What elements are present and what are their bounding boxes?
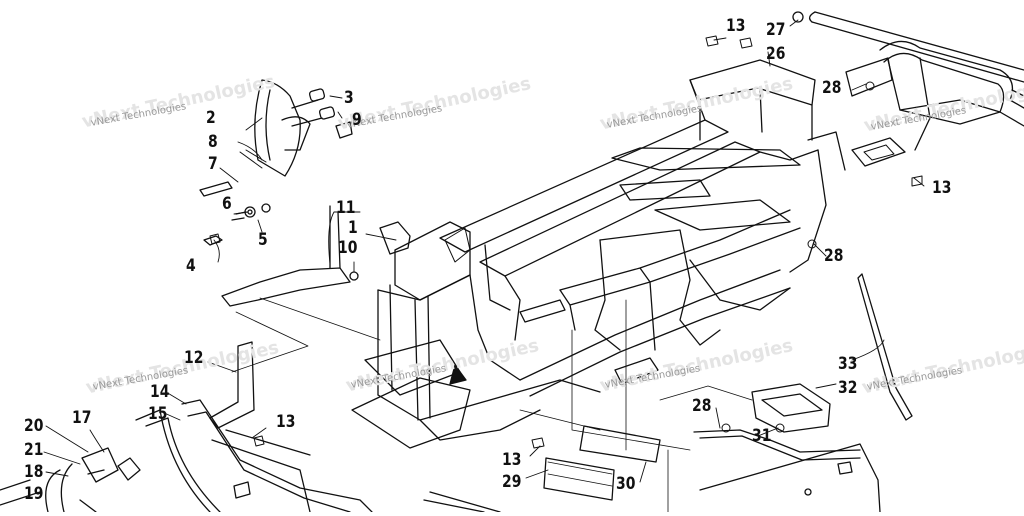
callout-5: 5 (258, 230, 268, 250)
callout-2: 2 (206, 108, 216, 128)
callout-8: 8 (208, 132, 218, 152)
callout-21: 21 (24, 440, 44, 460)
callout-13c: 13 (276, 412, 296, 432)
callout-10: 10 (338, 238, 358, 258)
callout-3: 3 (344, 88, 354, 108)
callout-14: 14 (150, 382, 170, 402)
leader-lines (43, 19, 925, 483)
callout-26: 26 (766, 44, 786, 64)
callout-6: 6 (222, 194, 232, 214)
callout-13d: 13 (502, 450, 522, 470)
rear-rack (792, 11, 1024, 167)
construction-lines (231, 297, 753, 513)
callout-1: 1 (348, 218, 358, 238)
callout-28b: 28 (824, 246, 844, 266)
callout-18: 18 (24, 462, 44, 482)
fasteners (209, 35, 923, 449)
callout-19: 19 (24, 484, 44, 504)
callout-11: 11 (336, 198, 356, 218)
callout-17: 17 (72, 408, 92, 428)
side-bracket (221, 205, 411, 307)
callout-12: 12 (184, 348, 204, 368)
callout-7: 7 (208, 154, 218, 174)
callout-33: 33 (838, 354, 858, 374)
headlight-assembly (199, 79, 353, 197)
callout-30: 30 (616, 474, 636, 494)
callout-15: 15 (148, 404, 168, 424)
callout-13a: 13 (726, 16, 746, 36)
callout-13b: 13 (932, 178, 952, 198)
callout-32: 32 (838, 378, 858, 398)
callout-31: 31 (752, 426, 772, 446)
callout-9: 9 (352, 110, 362, 130)
callout-28c: 28 (692, 396, 712, 416)
frame-front-section (351, 221, 601, 449)
front-bumper (0, 341, 373, 513)
floor-panels (693, 273, 913, 513)
callout-29: 29 (502, 472, 522, 492)
frame-upper-rails (439, 59, 846, 277)
frame-lower-rails (519, 209, 801, 397)
bolt-washer-set (203, 203, 271, 246)
callout-20: 20 (24, 416, 44, 436)
skid-plates (423, 425, 661, 513)
callout-27: 27 (766, 20, 786, 40)
callout-4: 4 (186, 256, 196, 276)
callout-28a: 28 (822, 78, 842, 98)
